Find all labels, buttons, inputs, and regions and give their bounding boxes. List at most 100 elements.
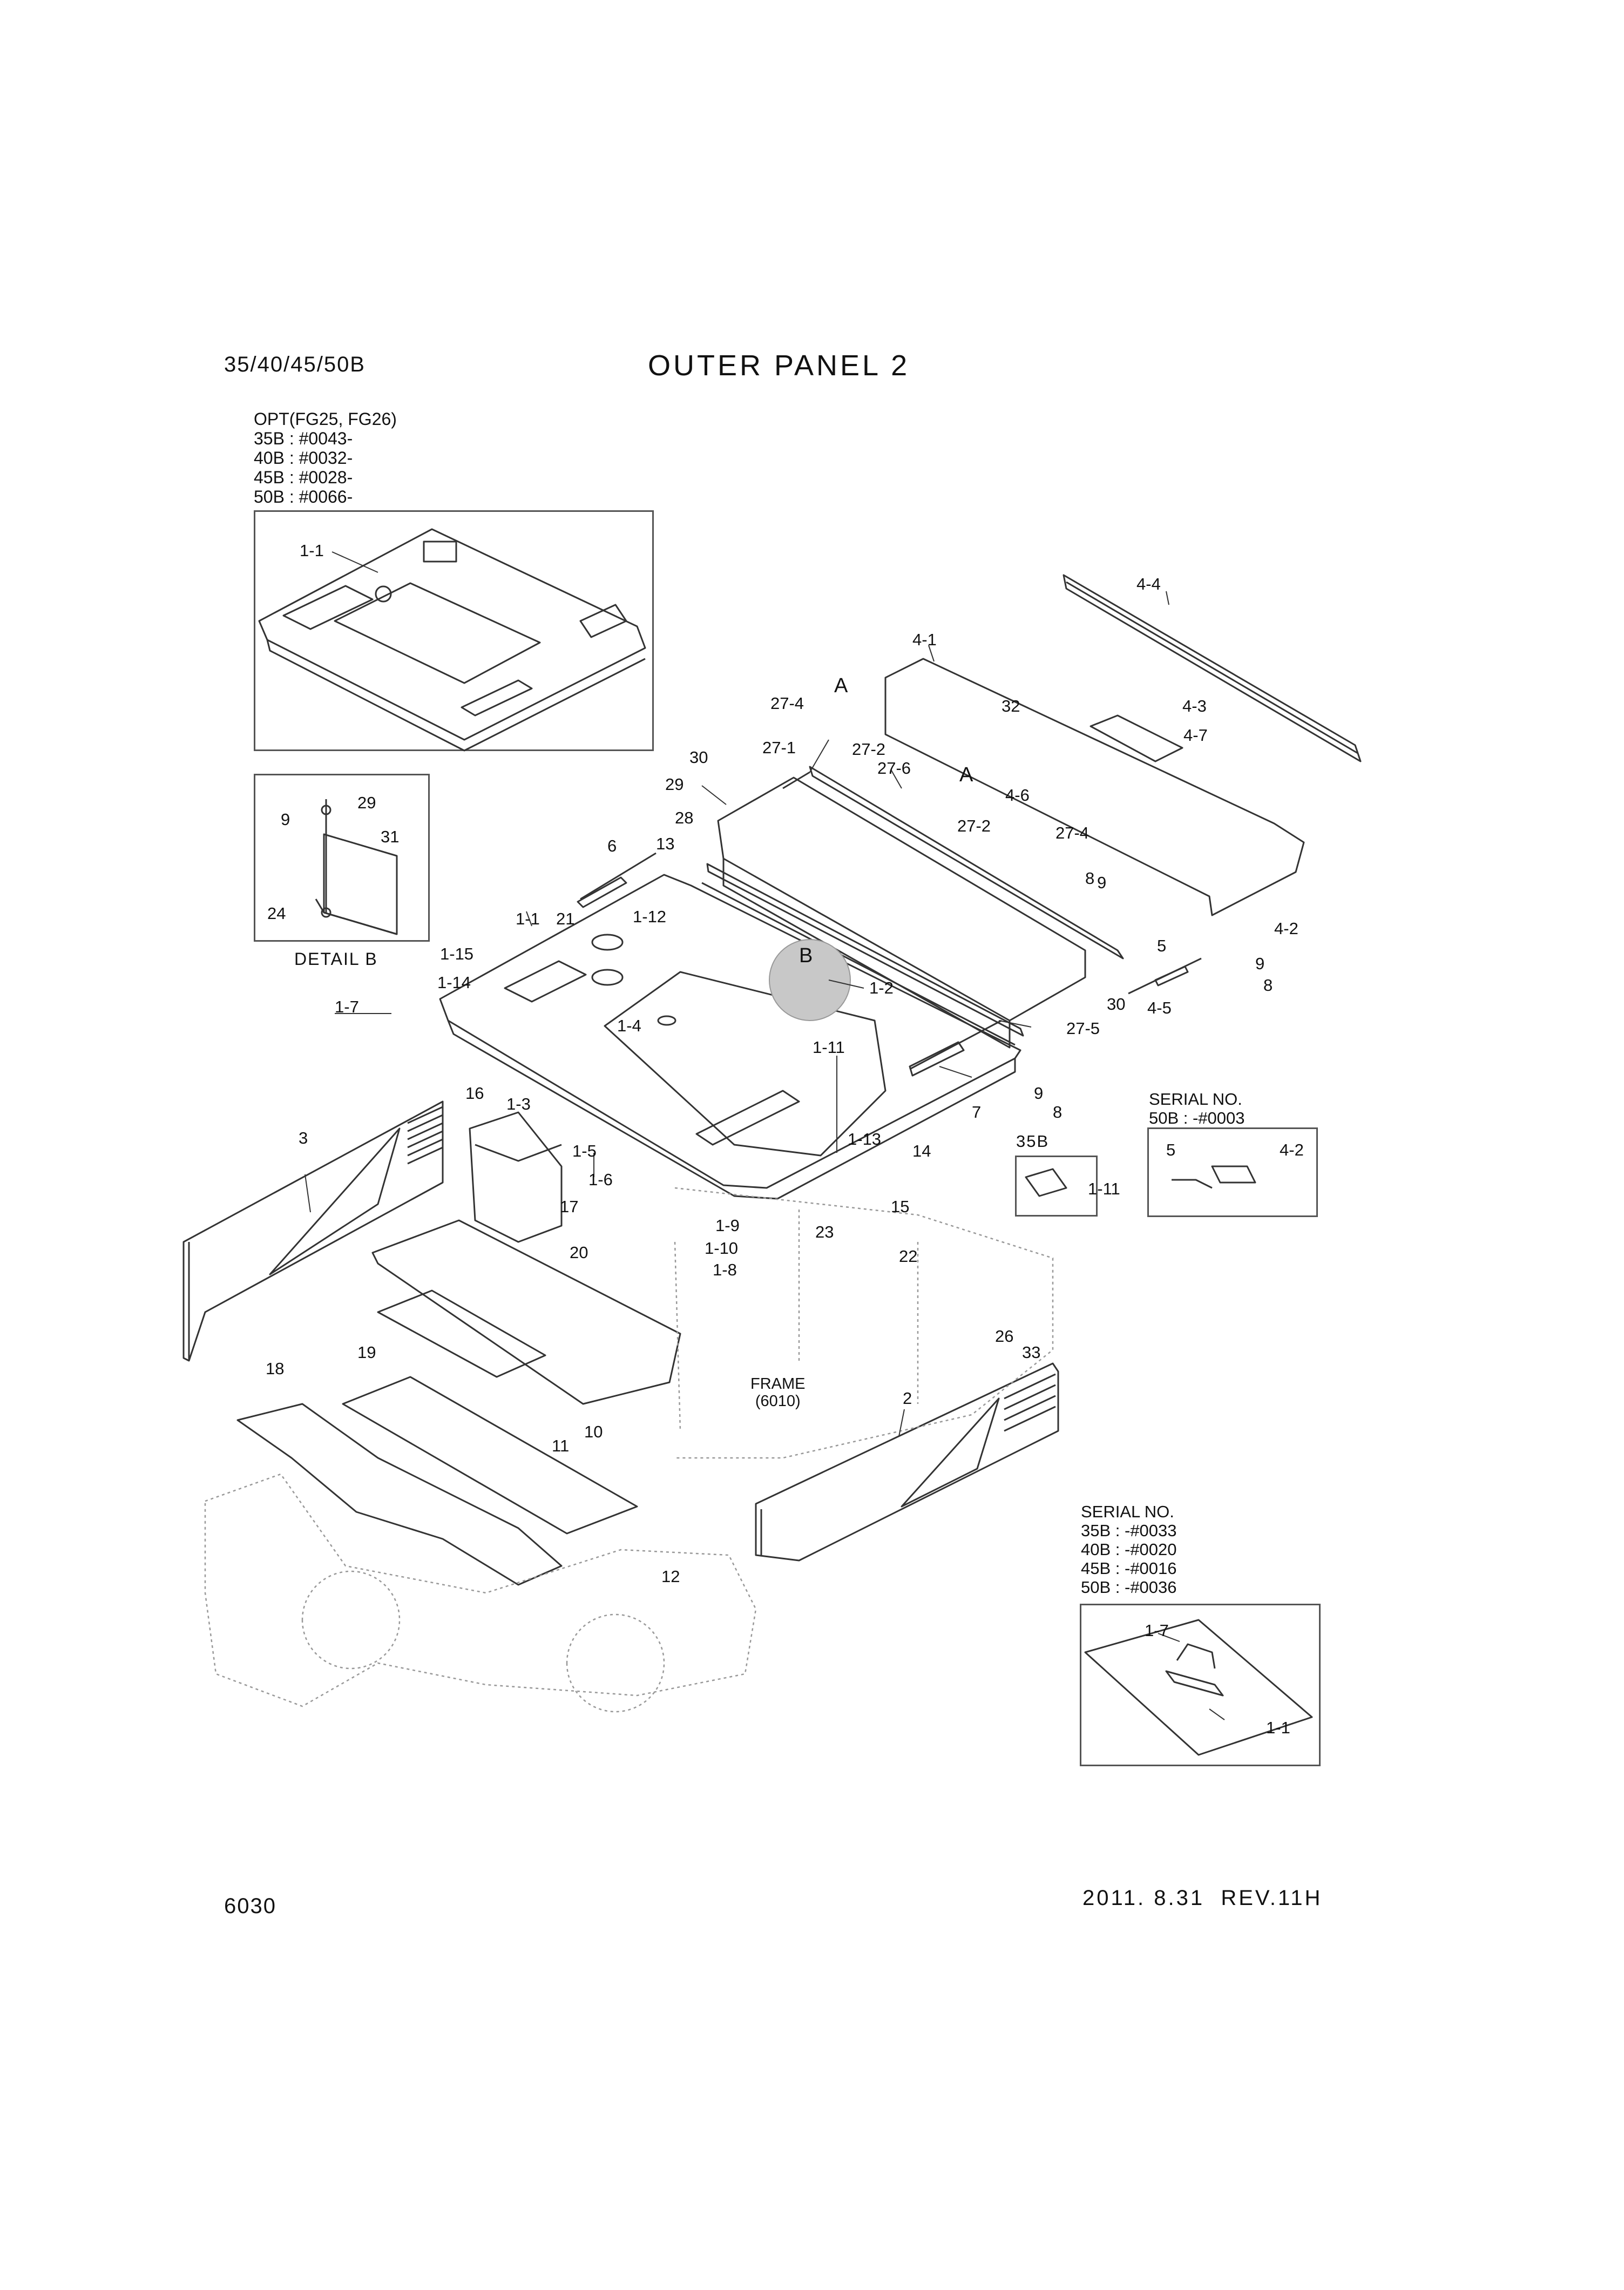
serial-50b-handle [1172, 1165, 1256, 1189]
part-label: 1-1 [1266, 1718, 1290, 1737]
detail-b-caption: DETAIL B [294, 949, 378, 969]
part-label: 9 [281, 810, 290, 829]
detail-b-box [254, 774, 430, 942]
part-label: 8 [1053, 1103, 1062, 1122]
part-label: 18 [266, 1359, 284, 1378]
strip-4-4 [1063, 574, 1362, 762]
part-label: 29 [357, 793, 376, 812]
part-label: 30 [689, 748, 708, 767]
part-label: 27-1 [762, 738, 796, 757]
detail-b-bracket [315, 799, 398, 935]
part-label: 28 [675, 808, 693, 827]
option-note: OPT(FG25, FG26) 35B : #0043- 40B : #0032… [254, 409, 397, 506]
part-label: 16 [465, 1084, 484, 1103]
part-label: 13 [656, 834, 674, 853]
part-label: 5 [1157, 936, 1166, 955]
part-label: 21 [556, 909, 574, 928]
part-label: 27-2 [957, 816, 991, 835]
part-label: 1-11 [813, 1038, 845, 1057]
top-cover-4-1 [884, 658, 1305, 916]
option-note-line: 50B : #0066- [254, 487, 353, 506]
option-note-line: 40B : #0032- [254, 448, 353, 468]
part-label: 1-8 [713, 1260, 737, 1279]
part-label: 4-2 [1274, 919, 1298, 938]
part-label: 4-6 [1005, 786, 1030, 805]
serial-line: SERIAL NO. [1081, 1502, 1174, 1521]
part-label: 12 [661, 1567, 680, 1586]
part-label: 4-7 [1183, 726, 1208, 745]
side-panel-3 [182, 1100, 444, 1362]
part-label: 1-6 [588, 1170, 613, 1189]
part-label: 7 [972, 1103, 981, 1122]
leader-lines [304, 551, 1225, 1720]
serial-line: 50B : -#0036 [1081, 1578, 1177, 1597]
part-label: 32 [1002, 697, 1020, 715]
part-label: 26 [995, 1327, 1013, 1346]
inset-hood-panel [258, 528, 646, 752]
page-number: 6030 [224, 1894, 276, 1918]
part-label: 1-7 [1145, 1621, 1169, 1640]
part-label: 15 [891, 1197, 909, 1216]
part-label: 22 [899, 1247, 917, 1266]
part-label: 2 [903, 1389, 912, 1408]
main-hood-1-1 [439, 874, 1021, 1200]
part-label: 1-13 [848, 1130, 881, 1149]
part-label: 17 [560, 1197, 578, 1216]
revision-stamp: 2011. 8.31 REV.11H [1082, 1886, 1323, 1910]
page-title: OUTER PANEL 2 [648, 349, 910, 382]
duct-16 [469, 1111, 563, 1243]
frame-note: FRAME (6010) [750, 1375, 806, 1410]
part-label: 14 [912, 1141, 931, 1160]
gas-springs [577, 852, 1202, 1077]
box-35b-bracket [1025, 1168, 1067, 1197]
part-label: 1-5 [572, 1141, 597, 1160]
part-label: 3 [299, 1129, 308, 1147]
serial-all-note: SERIAL NO. 35B : -#0033 40B : -#0020 45B… [1081, 1502, 1177, 1597]
option-note-line: OPT(FG25, FG26) [254, 409, 397, 429]
frame-note-line: (6010) [755, 1393, 801, 1410]
part-label: 4-1 [912, 630, 937, 649]
part-label: 8 [1263, 976, 1273, 995]
serial-50b-box [1147, 1127, 1318, 1217]
frame-outline [204, 1187, 1054, 1713]
part-label: 1-2 [869, 978, 894, 997]
part-label: 20 [570, 1243, 588, 1262]
part-label: 1-7 [335, 997, 359, 1016]
part-label: 23 [815, 1222, 834, 1241]
part-label: 27-4 [1055, 823, 1089, 842]
part-label: 9 [1034, 1084, 1043, 1103]
seal-rods [701, 766, 1124, 1046]
part-label: 1-15 [440, 944, 473, 963]
step-plate-20 [371, 1219, 681, 1405]
part-label: 11 [552, 1436, 569, 1455]
part-label: 10 [584, 1422, 603, 1441]
part-label: 27-4 [770, 694, 804, 713]
part-label: 1-3 [506, 1095, 531, 1113]
part-label: 1-4 [617, 1016, 641, 1035]
part-label: 1-10 [705, 1239, 738, 1258]
part-label: 6 [607, 836, 617, 855]
option-inset-box [254, 510, 654, 751]
view-marker-b: B [799, 944, 813, 967]
model-range: 35/40/45/50B [224, 353, 366, 376]
part-label: 19 [357, 1343, 376, 1362]
side-panel-2 [755, 1362, 1059, 1562]
part-label: 4-4 [1136, 575, 1161, 593]
frame-note-line: FRAME [750, 1375, 806, 1393]
serial-inset-handle [1084, 1619, 1313, 1756]
box-35b-label: 35B [1016, 1132, 1050, 1151]
serial-line: 35B : -#0033 [1081, 1521, 1177, 1540]
serial-all-box [1080, 1604, 1321, 1766]
part-label: 27-5 [1066, 1019, 1100, 1038]
box-35b [1015, 1156, 1098, 1217]
part-label: 9 [1255, 954, 1264, 973]
part-label: 29 [665, 775, 684, 794]
part-label: 1-1 [300, 541, 324, 560]
part-label: 30 [1107, 995, 1125, 1014]
part-label: 4-5 [1147, 998, 1172, 1017]
part-label: 1-14 [437, 973, 471, 992]
serial-line: 45B : -#0016 [1081, 1559, 1177, 1578]
part-label: 8 [1085, 869, 1094, 888]
part-label: 1-12 [633, 907, 666, 926]
